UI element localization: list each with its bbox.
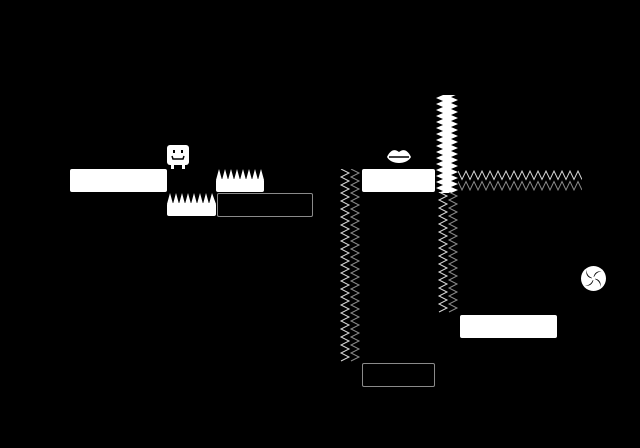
spike-row-icon [167, 193, 216, 204]
lips-icon[interactable] [386, 148, 412, 166]
zigzag-barrier-icon [437, 192, 459, 313]
ghost-platform-bottom [362, 363, 435, 387]
smiley-cube-icon[interactable] [166, 144, 190, 169]
spike-row-icon [216, 169, 264, 180]
zigzag-barrier-icon [339, 169, 361, 362]
spiked-column-icon [436, 95, 458, 193]
platform-lower-right [460, 315, 557, 338]
platform-left [70, 169, 167, 192]
ghost-platform-middle [217, 193, 313, 217]
platform-spiked-upper [216, 179, 264, 192]
platform-center [362, 169, 435, 192]
zigzag-barrier-icon [458, 169, 582, 192]
swirl-portal-icon[interactable] [580, 265, 607, 292]
platform-spiked-lower [167, 203, 216, 216]
